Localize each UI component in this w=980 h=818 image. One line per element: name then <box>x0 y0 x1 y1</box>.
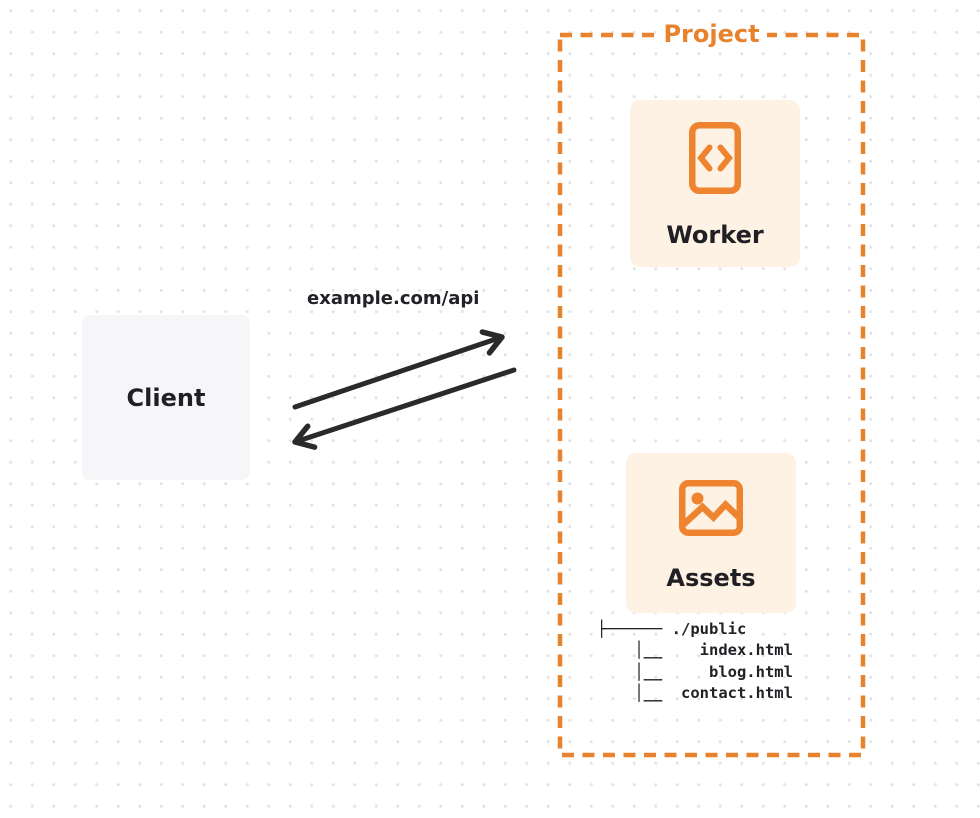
code-file-icon <box>689 122 741 194</box>
project-label: Project <box>656 20 767 48</box>
assets-node: Assets <box>626 453 796 613</box>
worker-label: Worker <box>666 221 764 249</box>
client-label: Client <box>126 383 206 412</box>
client-node: Client <box>82 315 250 480</box>
project-group: Project <box>560 20 863 48</box>
response-arrow <box>292 367 517 450</box>
request-arrow <box>292 329 505 410</box>
image-icon <box>679 480 743 536</box>
assets-label: Assets <box>666 564 756 592</box>
assets-file-tree: ├────── ./public │__ index.html │__ blog… <box>597 620 793 703</box>
request-url-label: example.com/api <box>307 288 480 309</box>
worker-node: Worker <box>630 100 800 267</box>
